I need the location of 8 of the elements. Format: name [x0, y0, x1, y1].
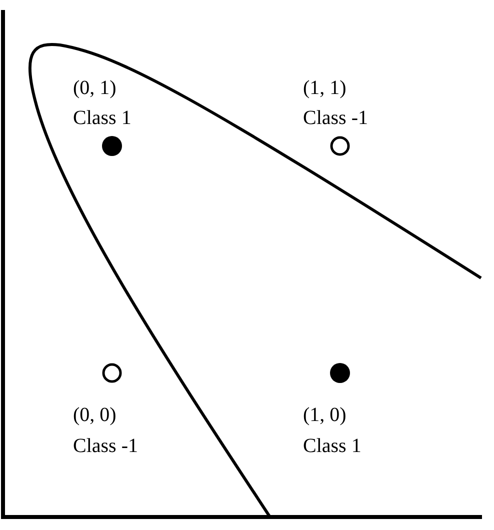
- point-label: (1, 0): [303, 403, 346, 427]
- point-label: Class 1: [303, 434, 362, 458]
- point-label: (0, 1): [73, 76, 116, 100]
- point-label: (1, 1): [303, 76, 346, 100]
- point-label: (0, 0): [73, 403, 116, 427]
- point-label: Class -1: [303, 106, 368, 130]
- point-label: Class -1: [73, 434, 138, 458]
- point-label: Class 1: [73, 106, 132, 130]
